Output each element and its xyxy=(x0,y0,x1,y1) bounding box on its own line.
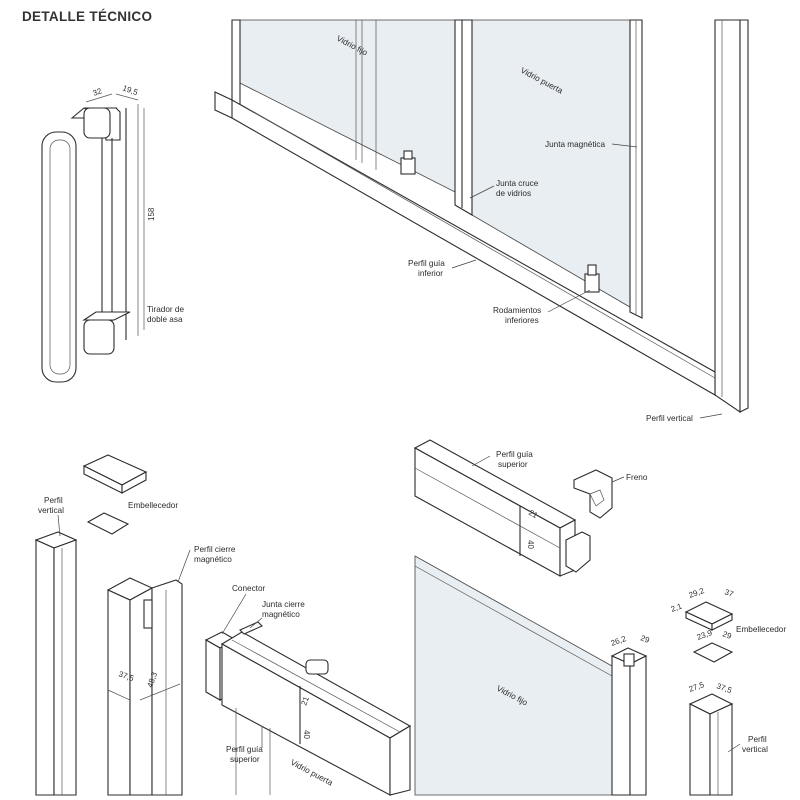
perfil-vertical-left xyxy=(35,539,55,796)
drawing-title: DETALLE TÉCNICO xyxy=(22,9,152,24)
dim-handle-depth: 19,5 xyxy=(121,83,139,97)
dim-cap-a: 29,2 xyxy=(688,586,706,600)
label-rodamientos-2: inferiores xyxy=(505,316,539,325)
label-perfil-vertical-left-1: Perfil xyxy=(44,496,63,505)
left-wall-profile xyxy=(231,19,241,106)
embellecedor-cap-bottom xyxy=(86,512,130,535)
label-perfil-cierre-1: Perfil cierre xyxy=(194,545,236,554)
label-freno: Freno xyxy=(626,473,648,482)
label-conector: Conector xyxy=(232,584,265,593)
perfil-cierre-magnetico xyxy=(107,589,131,796)
dim-cap-b: 37 xyxy=(723,587,735,599)
left-profile-assembly: Embellecedor Perfil vertical Perfil cier… xyxy=(34,454,236,796)
bottom-roller-right xyxy=(584,264,600,293)
bottom-center-assembly: Conector Junta cierre magnético 21 40 Pe… xyxy=(204,584,412,796)
label-vidrio-puerta-bottom: Vidrio puerta xyxy=(289,758,334,788)
label-perfil-vertical-top: Perfil vertical xyxy=(646,414,693,423)
label-rodamientos-1: Rodamientos xyxy=(493,306,541,315)
label-perfil-vertical-left-2: vertical xyxy=(38,506,64,515)
label-perfil-vertical-right-1: Perfil xyxy=(748,735,767,744)
label-perfil-guia-sup-right-1: Perfil guía xyxy=(496,450,533,459)
label-junta-magnetica: Junta magnética xyxy=(545,140,606,149)
label-junta-cierre-2: magnético xyxy=(262,610,300,619)
label-perfil-cierre-2: magnético xyxy=(194,555,232,564)
dim-cap-c: 2,1 xyxy=(670,601,684,613)
label-tirador-2: doble asa xyxy=(147,315,183,324)
label-junta-cierre-1: Junta cierre xyxy=(262,600,305,609)
dim-cap2-b: 29 xyxy=(721,629,733,641)
label-perfil-guia-sup-bottom-2: superior xyxy=(230,755,260,764)
right-vertical-profile xyxy=(714,19,741,414)
embellecedor-cap-right-bottom xyxy=(692,642,734,663)
double-handle: 32 19,5 158 Tirador de doble asa xyxy=(41,83,184,383)
dim-right-profile-bottom-a: 27,5 xyxy=(688,680,706,694)
label-embellecedor-right: Embellecedor xyxy=(736,625,786,634)
label-perfil-guia-sup-right-2: superior xyxy=(498,460,528,469)
handle-connector-bottom xyxy=(83,319,115,355)
label-embellecedor-left: Embellecedor xyxy=(128,501,178,510)
label-perfil-guia-inferior-2: inferior xyxy=(418,269,443,278)
label-perfil-guia-inferior-1: Perfil guía xyxy=(408,259,445,268)
handle-bar xyxy=(41,131,77,383)
label-perfil-guia-sup-bottom-1: Perfil guía xyxy=(226,745,263,754)
handle-connector-top xyxy=(83,107,111,139)
dim-handle-height: 158 xyxy=(147,207,156,221)
bottom-right-assembly: 21 40 Perfil guía superior Freno Vidrio … xyxy=(413,439,786,796)
freno xyxy=(573,469,613,519)
dim-handle-width: 32 xyxy=(92,86,104,98)
dim-right-profile-top-b: 29 xyxy=(639,633,651,645)
label-perfil-vertical-right-2: vertical xyxy=(742,745,768,754)
fixed-glass-bottom xyxy=(414,555,613,796)
dim-bottom-rail-b: 40 xyxy=(302,730,311,739)
label-tirador-1: Tirador de xyxy=(147,305,184,314)
dim-right-profile-bottom-b: 37,5 xyxy=(715,681,733,695)
label-junta-cruce-1: Junta cruce xyxy=(496,179,539,188)
dim-right-profile-top-a: 26,2 xyxy=(610,634,628,648)
enclosure-view: Vidrio fijo Vidrio puerta Junta magnétic… xyxy=(214,19,749,423)
label-junta-cruce-2: de vidrios xyxy=(496,189,531,198)
bottom-roller-left xyxy=(400,150,416,175)
dim-right-rail-b: 40 xyxy=(526,540,535,549)
freno-bottom xyxy=(305,659,329,675)
perfil-vertical-right-top xyxy=(611,655,631,796)
crossing-profile xyxy=(454,19,473,216)
perfil-vertical-right-bottom xyxy=(689,703,711,796)
dim-bottom-rail-a: 21 xyxy=(299,695,311,707)
